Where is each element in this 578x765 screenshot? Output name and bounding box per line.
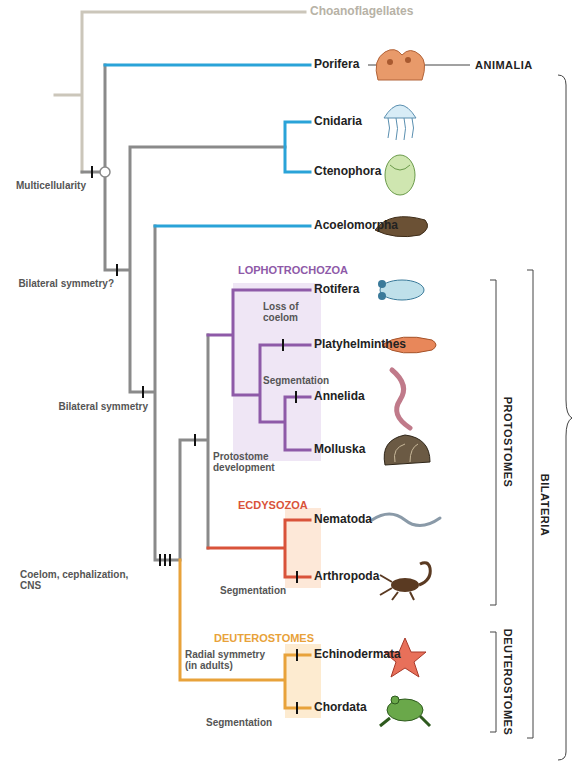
taxon-name: Acoelomorpha bbox=[314, 219, 398, 232]
organism-icons bbox=[372, 50, 440, 726]
trait-label: Radial symmetry (in adults) bbox=[185, 649, 277, 671]
trait-label: Segmentation bbox=[263, 375, 329, 386]
taxon-name: Porifera bbox=[314, 58, 359, 71]
clade-name: ECDYSOZOA bbox=[238, 499, 308, 511]
taxon-name: Nematoda bbox=[314, 513, 372, 526]
trait-label: Protostome development bbox=[213, 451, 279, 473]
group-name: ANIMALIA bbox=[475, 59, 533, 71]
sponge-icon bbox=[376, 50, 424, 80]
comb-jelly-icon bbox=[385, 155, 415, 195]
clade-name: DEUTEROSTOMES bbox=[214, 632, 314, 644]
taxon-name: Choanoflagellates bbox=[310, 5, 413, 18]
taxon-name: Echinodermata bbox=[314, 648, 401, 661]
tree-branch bbox=[208, 520, 310, 577]
tree-branch bbox=[208, 290, 310, 450]
frog-icon bbox=[380, 696, 430, 726]
annelid-icon bbox=[392, 370, 410, 428]
bracket-line bbox=[490, 632, 496, 732]
trait-label: Bilateral symmetry? bbox=[18, 278, 114, 289]
tree-branch bbox=[105, 65, 310, 226]
animalia-brace bbox=[558, 75, 572, 760]
trait-label: Bilateral symmetry bbox=[59, 401, 149, 412]
bracket-line bbox=[490, 280, 496, 605]
trait-label: Segmentation bbox=[220, 585, 286, 596]
node-circle bbox=[100, 167, 110, 177]
clade-name: LOPHOTROCHOZOA bbox=[238, 264, 348, 276]
taxon-name: Ctenophora bbox=[314, 165, 381, 178]
scorpion-icon bbox=[380, 563, 430, 600]
mollusk-icon bbox=[384, 435, 430, 465]
taxon-name: Chordata bbox=[314, 701, 367, 714]
nematode-icon bbox=[372, 514, 440, 526]
group-name: PROTOSTOMES bbox=[502, 397, 514, 488]
taxon-name: Arthropoda bbox=[314, 570, 379, 583]
trait-label: Segmentation bbox=[206, 717, 272, 728]
jellyfish-icon bbox=[384, 105, 416, 140]
group-name: DEUTEROSTOMES bbox=[502, 629, 514, 736]
bracket-line bbox=[527, 270, 533, 738]
taxon-name: Platyhelminthes bbox=[314, 338, 406, 351]
clade-shading bbox=[233, 283, 321, 461]
taxon-name: Molluska bbox=[314, 443, 365, 456]
trait-tick bbox=[92, 166, 297, 714]
trait-label: Coelom, cephalization, CNS bbox=[20, 569, 140, 591]
tree-branch bbox=[82, 65, 285, 560]
taxon-name: Annelida bbox=[314, 390, 365, 403]
rotifer-icon bbox=[378, 280, 424, 300]
trait-label: Multicellularity bbox=[16, 180, 86, 191]
group-name: BILATERIA bbox=[539, 474, 551, 536]
trait-label: Loss of coelom bbox=[263, 301, 309, 323]
taxon-name: Rotifera bbox=[314, 283, 359, 296]
taxon-name: Cnidaria bbox=[314, 115, 362, 128]
